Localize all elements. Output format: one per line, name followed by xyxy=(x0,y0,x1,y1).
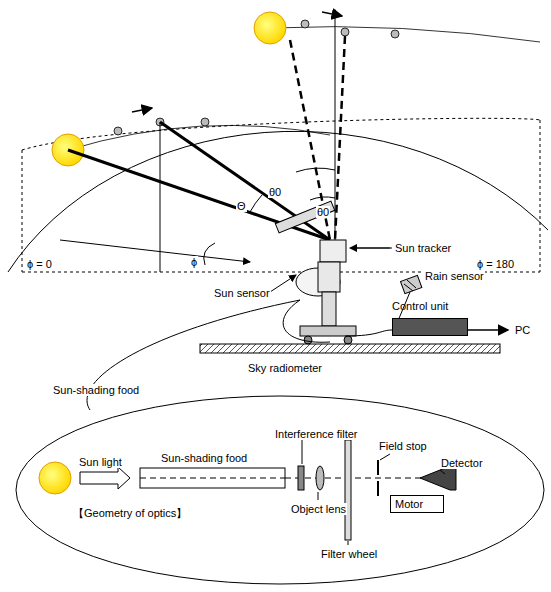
azimuth-label: ϕ = 180 xyxy=(476,258,515,270)
part-label: Sun-shading food xyxy=(52,384,140,396)
ground xyxy=(200,344,500,353)
azimuth-label: ϕ = 0 xyxy=(26,258,53,270)
part-label: Sun sensor xyxy=(213,287,271,299)
motor-box: Motor xyxy=(390,495,444,513)
optics-ellipse: 【Geometry of optics】 Motor xyxy=(15,395,545,585)
optics xyxy=(39,440,456,545)
sky-radiometer xyxy=(275,201,356,344)
angle-label: ϕ xyxy=(190,256,198,268)
control-unit: Control unit xyxy=(392,300,468,336)
rain-sensor xyxy=(400,275,421,293)
zenith-axis xyxy=(335,10,336,240)
node-label: 【Geometry of optics】 xyxy=(73,507,187,519)
ellipse-outline xyxy=(15,395,545,585)
sun xyxy=(254,12,286,44)
part-label: Interference filter xyxy=(274,428,359,440)
part-label: Sun-shading food xyxy=(160,452,248,464)
control-unit-box xyxy=(392,318,468,336)
part-label: Sky radiometer xyxy=(247,362,323,374)
part-label: Detector xyxy=(440,457,484,469)
part-label: Filter wheel xyxy=(320,548,378,560)
angle-label: θ0 xyxy=(268,186,282,198)
sky-dome xyxy=(8,131,548,272)
part-label: Object lens xyxy=(290,503,347,515)
angle-label: Θ xyxy=(236,200,247,212)
part-label: Sun tracker xyxy=(394,242,452,254)
part-label: PC xyxy=(514,324,531,336)
part-label: Sun light xyxy=(78,456,123,468)
angle-label: θ0 xyxy=(316,206,330,218)
node-label: Control unit xyxy=(392,300,468,312)
part-label: Rain sensor xyxy=(424,270,485,282)
part-label: Field stop xyxy=(378,440,428,452)
horizon-plane xyxy=(22,118,540,272)
node-label: Motor xyxy=(391,496,443,512)
